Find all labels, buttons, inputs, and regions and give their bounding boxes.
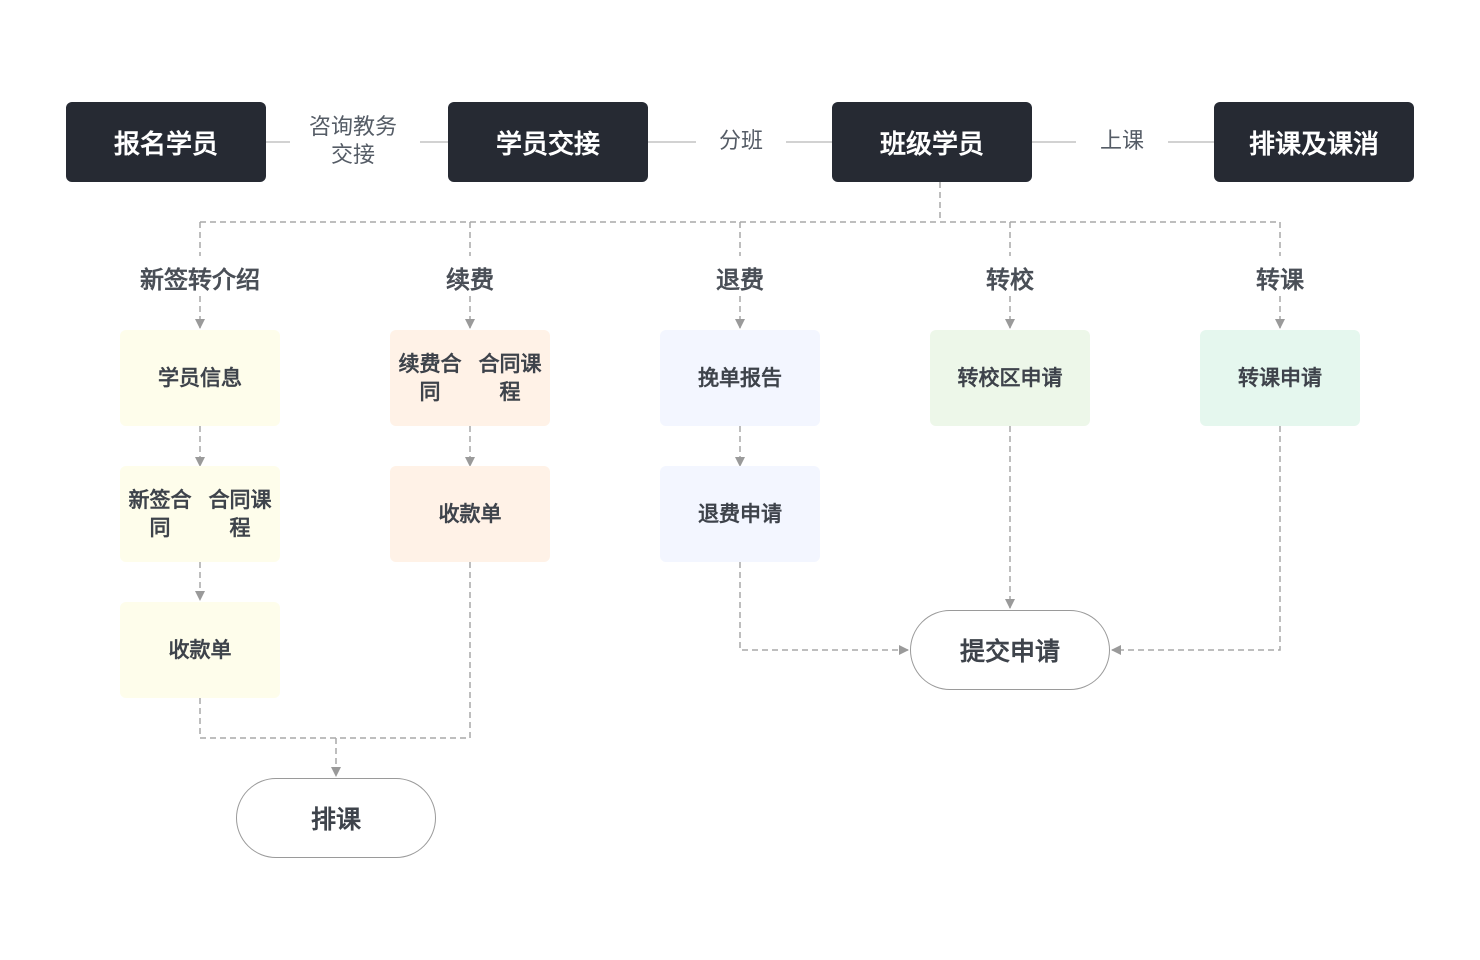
card-renewal-contract[interactable]: 续费合同 合同课程	[390, 330, 550, 426]
card-transfer-campus-request[interactable]: 转校区申请	[930, 330, 1090, 426]
connector-label-consult-handover: 咨询教务 交接	[292, 114, 414, 170]
connector-label-attend-class: 上课	[1076, 128, 1168, 156]
card-new-contract[interactable]: 新签合同 合同课程	[120, 466, 280, 562]
branch-label-renewal: 续费	[446, 266, 494, 294]
card-receipt[interactable]: 收款单	[120, 602, 280, 698]
branch-label-refund: 退费	[716, 266, 764, 294]
card-line: 退费申请	[698, 502, 782, 526]
node-class-student[interactable]: 班级学员	[832, 102, 1032, 182]
card-refund-request[interactable]: 退费申请	[660, 466, 820, 562]
connector-label-line: 分班	[718, 129, 763, 154]
connector-label-line: 交接	[330, 143, 375, 168]
card-line: 挽单报告	[698, 366, 782, 390]
card-line: 合同课程	[208, 488, 272, 540]
node-scheduling-consumption[interactable]: 排课及课消	[1214, 102, 1414, 182]
card-line: 续费合同	[398, 352, 462, 404]
card-line: 转校区申请	[957, 366, 1063, 390]
branch-label-transfer-school: 转校	[986, 266, 1034, 294]
endpoint-submit-request[interactable]: 提交申请	[910, 610, 1110, 690]
card-line: 学员信息	[158, 366, 242, 390]
connector-label-assign-class: 分班	[696, 128, 786, 156]
card-line: 收款单	[438, 502, 502, 526]
card-line: 新签合同	[128, 488, 192, 540]
card-retention-report[interactable]: 挽单报告	[660, 330, 820, 426]
endpoint-schedule[interactable]: 排课	[236, 778, 436, 858]
card-transfer-course-request[interactable]: 转课申请	[1200, 330, 1360, 426]
node-register-student[interactable]: 报名学员	[66, 102, 266, 182]
card-line: 合同课程	[478, 352, 542, 404]
branch-label-new-referral: 新签转介绍	[140, 266, 260, 294]
card-line: 转课申请	[1238, 366, 1322, 390]
node-student-handover[interactable]: 学员交接	[448, 102, 648, 182]
connector-label-line: 上课	[1099, 129, 1144, 154]
card-line: 收款单	[168, 638, 232, 662]
card-student-info[interactable]: 学员信息	[120, 330, 280, 426]
card-receipt[interactable]: 收款单	[390, 466, 550, 562]
connector-label-line: 咨询教务	[308, 115, 397, 140]
branch-label-transfer-course: 转课	[1256, 266, 1304, 294]
